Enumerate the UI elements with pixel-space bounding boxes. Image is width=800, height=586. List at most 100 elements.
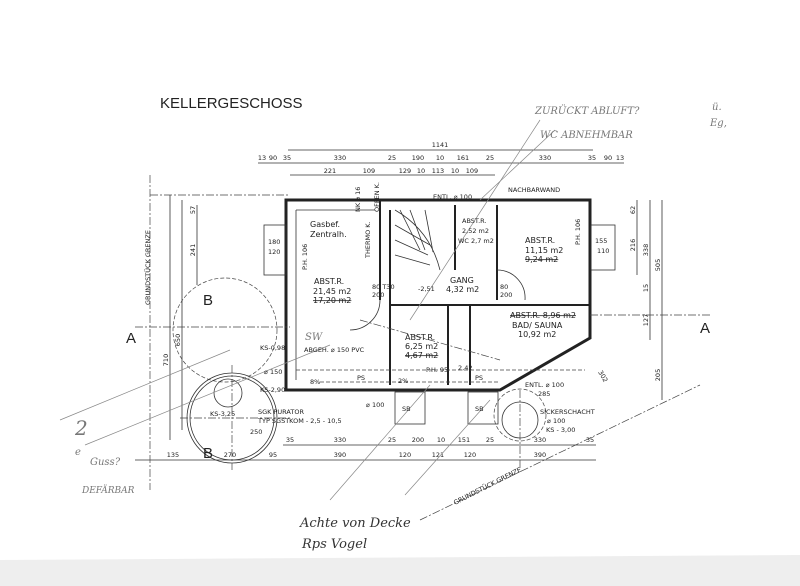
window-dim: 180 (268, 238, 280, 246)
label-sgk: SGK PURATOR (258, 408, 304, 416)
dim-text: 330 (539, 154, 551, 162)
room-name: BAD/ SAUNA (512, 321, 563, 330)
window-left (263, 224, 287, 276)
dim-text: 35 (586, 436, 594, 444)
room-area: 21,45 m2 (313, 287, 351, 296)
handwriting-note: Rps Vogel (301, 537, 367, 552)
label-ph-95: P.H. 95 (426, 366, 448, 374)
dim-text: 25 (388, 436, 396, 444)
label-abgeh: ABGEH. ⌀ 150 PVC (304, 346, 365, 354)
label-entl-bottom: ENTL. ⌀ 100 (525, 381, 564, 389)
dim-text: 95 (269, 451, 277, 459)
dim-text: 90 (269, 154, 277, 162)
room-area: 6,25 m2 (405, 342, 438, 351)
dim-text: 390 (334, 451, 346, 459)
dim-text: 35 (283, 154, 291, 162)
label-grenze-left: GRUNDSTÜCK GRENZE (143, 230, 152, 305)
dim-text: 10 (436, 154, 444, 162)
room-area-old: 9,24 m2 (525, 255, 558, 264)
label-sb: SB (402, 405, 411, 413)
dim-text: 285 (538, 390, 550, 398)
label-ps: PS (357, 374, 365, 382)
dim-text: 121 (432, 451, 444, 459)
label-ph-right: P.H. 106 (574, 219, 582, 245)
light-well-1 (394, 391, 426, 425)
dim-text: 330 (534, 436, 546, 444)
handwriting-note: WC ABNEHMBAR (540, 130, 633, 141)
room-area: 4,32 m2 (446, 285, 479, 294)
dim-text: 338 (642, 244, 650, 256)
dim-text: 330 (334, 436, 346, 444)
dim-text: 35 (588, 154, 596, 162)
building-walls (284, 198, 592, 392)
handwriting-note: 2 (74, 416, 88, 440)
level-mark: 2,42 (458, 364, 472, 372)
label-ps: PS (475, 374, 483, 382)
handwriting-note: DEFÄRBAR (81, 484, 135, 496)
room-area: WC 2,7 m2 (458, 237, 494, 245)
dim-text: 205 (654, 369, 662, 381)
label-thermo: THERMO K. (364, 221, 372, 259)
plan-title: KELLERGESCHOSS (160, 95, 303, 112)
slope-label: 2% (398, 377, 408, 385)
section-marker-a-right: A (700, 320, 710, 337)
handwriting-note: e (75, 447, 81, 458)
label-sickerschacht: SICKERSCHACHT (540, 408, 595, 416)
dim-text: 62 (629, 206, 637, 214)
label-gasbef: Gasbef. (310, 220, 340, 229)
label-entl-top: ENTL. ⌀ 100 (433, 193, 472, 201)
dim-text: 13 (258, 154, 266, 162)
dim-text: 10 (437, 436, 445, 444)
handwriting-note: ü. (712, 102, 722, 113)
dim-text: 216 (629, 239, 637, 251)
dim-text: 15 (642, 284, 650, 292)
room-name: ABST.R. (314, 277, 344, 286)
dim-text: 109 (466, 167, 478, 175)
label-typ: TYP SGSTKOM - 2,5 - 10,5 (257, 417, 342, 425)
label-sb: SB (475, 405, 484, 413)
dim-text: 113 (432, 167, 444, 175)
dim-text: 13 (616, 154, 624, 162)
door-label: 80 (500, 283, 508, 291)
room-name: ABST.R. (405, 333, 435, 342)
handwriting-note: Guss? (90, 457, 121, 468)
room-area: 2,52 m2 (462, 227, 489, 235)
label-ks290: KS-2,90 (260, 386, 285, 394)
dim-text: 120 (464, 451, 476, 459)
dim-text: 161 (457, 154, 469, 162)
label-nachbarwand: NACHBARWAND (508, 186, 560, 194)
dim-text: 650 (174, 334, 182, 346)
room-area: 10,92 m2 (518, 330, 556, 339)
dim-text: 710 (162, 354, 170, 366)
door-label: 200 (372, 291, 384, 299)
dim-text: 505 (654, 259, 662, 271)
dim-text: 221 (324, 167, 336, 175)
door-label: 200 (500, 291, 512, 299)
tank-upper (172, 277, 278, 383)
label-nk: NK ⌀ 16 (354, 187, 362, 212)
room-name: ABST.R. (525, 236, 555, 245)
handwriting-note: Eg, (709, 118, 727, 129)
label-zentralh: Zentralh. (310, 230, 347, 239)
section-marker-a-left: A (126, 330, 136, 347)
label-sw: SW (305, 332, 323, 343)
light-well-2 (467, 391, 499, 425)
label-d100: ⌀ 100 (366, 401, 384, 409)
dim-text: 270 (224, 451, 236, 459)
dim-text: 10 (417, 167, 425, 175)
dim-text: 35 (286, 436, 294, 444)
dimension-lines (135, 149, 701, 521)
label-ks325: KS-3,25 (210, 410, 235, 418)
room-name: ABST.R. (462, 217, 487, 225)
pencil-annotation-lines (59, 119, 556, 501)
room-area-old: 4,67 m2 (405, 351, 438, 360)
room-area-old: 17,20 m2 (313, 296, 351, 305)
dim-text: 151 (458, 436, 470, 444)
dim-text: 330 (334, 154, 346, 162)
dim-text: 127 (642, 314, 650, 326)
label-d150: ⌀ 150 (264, 368, 282, 376)
room-area-old: ABST.R. 8,96 m2 (510, 311, 576, 320)
label-sicker-d: ⌀ 100 (547, 417, 565, 425)
label-offen: OFFEN K. (373, 182, 381, 212)
